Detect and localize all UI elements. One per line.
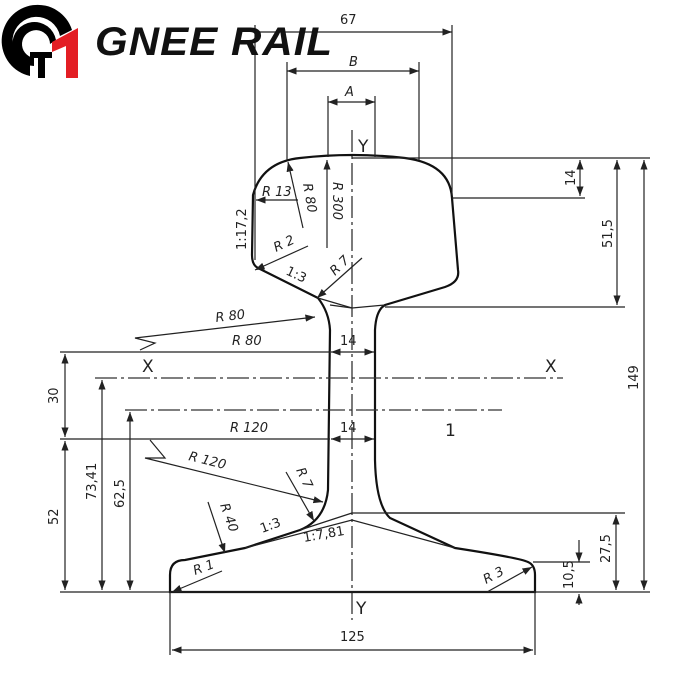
- radius-r80-web-b: R 80: [232, 334, 262, 349]
- dim-left-62-5: 62,5: [113, 479, 128, 508]
- axis-y-top: Y: [357, 137, 369, 157]
- dim-base-width: 125: [340, 630, 365, 645]
- axis-x-left: X: [142, 357, 154, 377]
- radius-r7-head: R 7: [327, 253, 353, 279]
- dim-left-52: 52: [47, 508, 62, 525]
- neutral-axis-label: 1: [445, 421, 456, 441]
- dim-left-30: 30: [47, 387, 62, 404]
- dim-head-14: 14: [564, 169, 579, 186]
- radius-r1: R 1: [191, 557, 216, 578]
- dim-web-14-upper: 14: [340, 334, 357, 349]
- dim-top-width: 67: [340, 13, 357, 28]
- slope-foot-top: 1:3: [258, 516, 283, 537]
- radius-r80-web-a: R 80: [215, 307, 246, 326]
- dim-head-height: 51,5: [601, 219, 616, 248]
- axis-x-right: X: [545, 357, 557, 377]
- dim-foot-10-5: 10,5: [562, 560, 577, 589]
- radius-r40: R 40: [216, 501, 240, 534]
- dim-web-14-lower: 14: [340, 421, 357, 436]
- brand-name: GNEE RAIL: [95, 20, 334, 64]
- radius-r3: R 3: [481, 564, 507, 587]
- slope-head-side: 1:17,2: [235, 208, 250, 250]
- slope-foot-inner: 1:7,81: [302, 524, 346, 546]
- axis-y-bottom: Y: [355, 599, 367, 619]
- radius-r7-foot: R 7: [292, 465, 315, 491]
- dim-foot-27-5: 27,5: [599, 534, 614, 563]
- radius-r300: R 300: [329, 182, 344, 220]
- radius-r120-a: R 120: [230, 421, 268, 436]
- dim-left-73-41: 73,41: [85, 463, 100, 500]
- dim-a: A: [344, 85, 354, 100]
- radius-r13: R 13: [262, 185, 292, 200]
- radius-r80-head: R 80: [299, 182, 319, 214]
- dim-b: B: [349, 55, 358, 70]
- gnee-logo-icon: [1, 4, 78, 78]
- dim-total-height: 149: [627, 365, 642, 390]
